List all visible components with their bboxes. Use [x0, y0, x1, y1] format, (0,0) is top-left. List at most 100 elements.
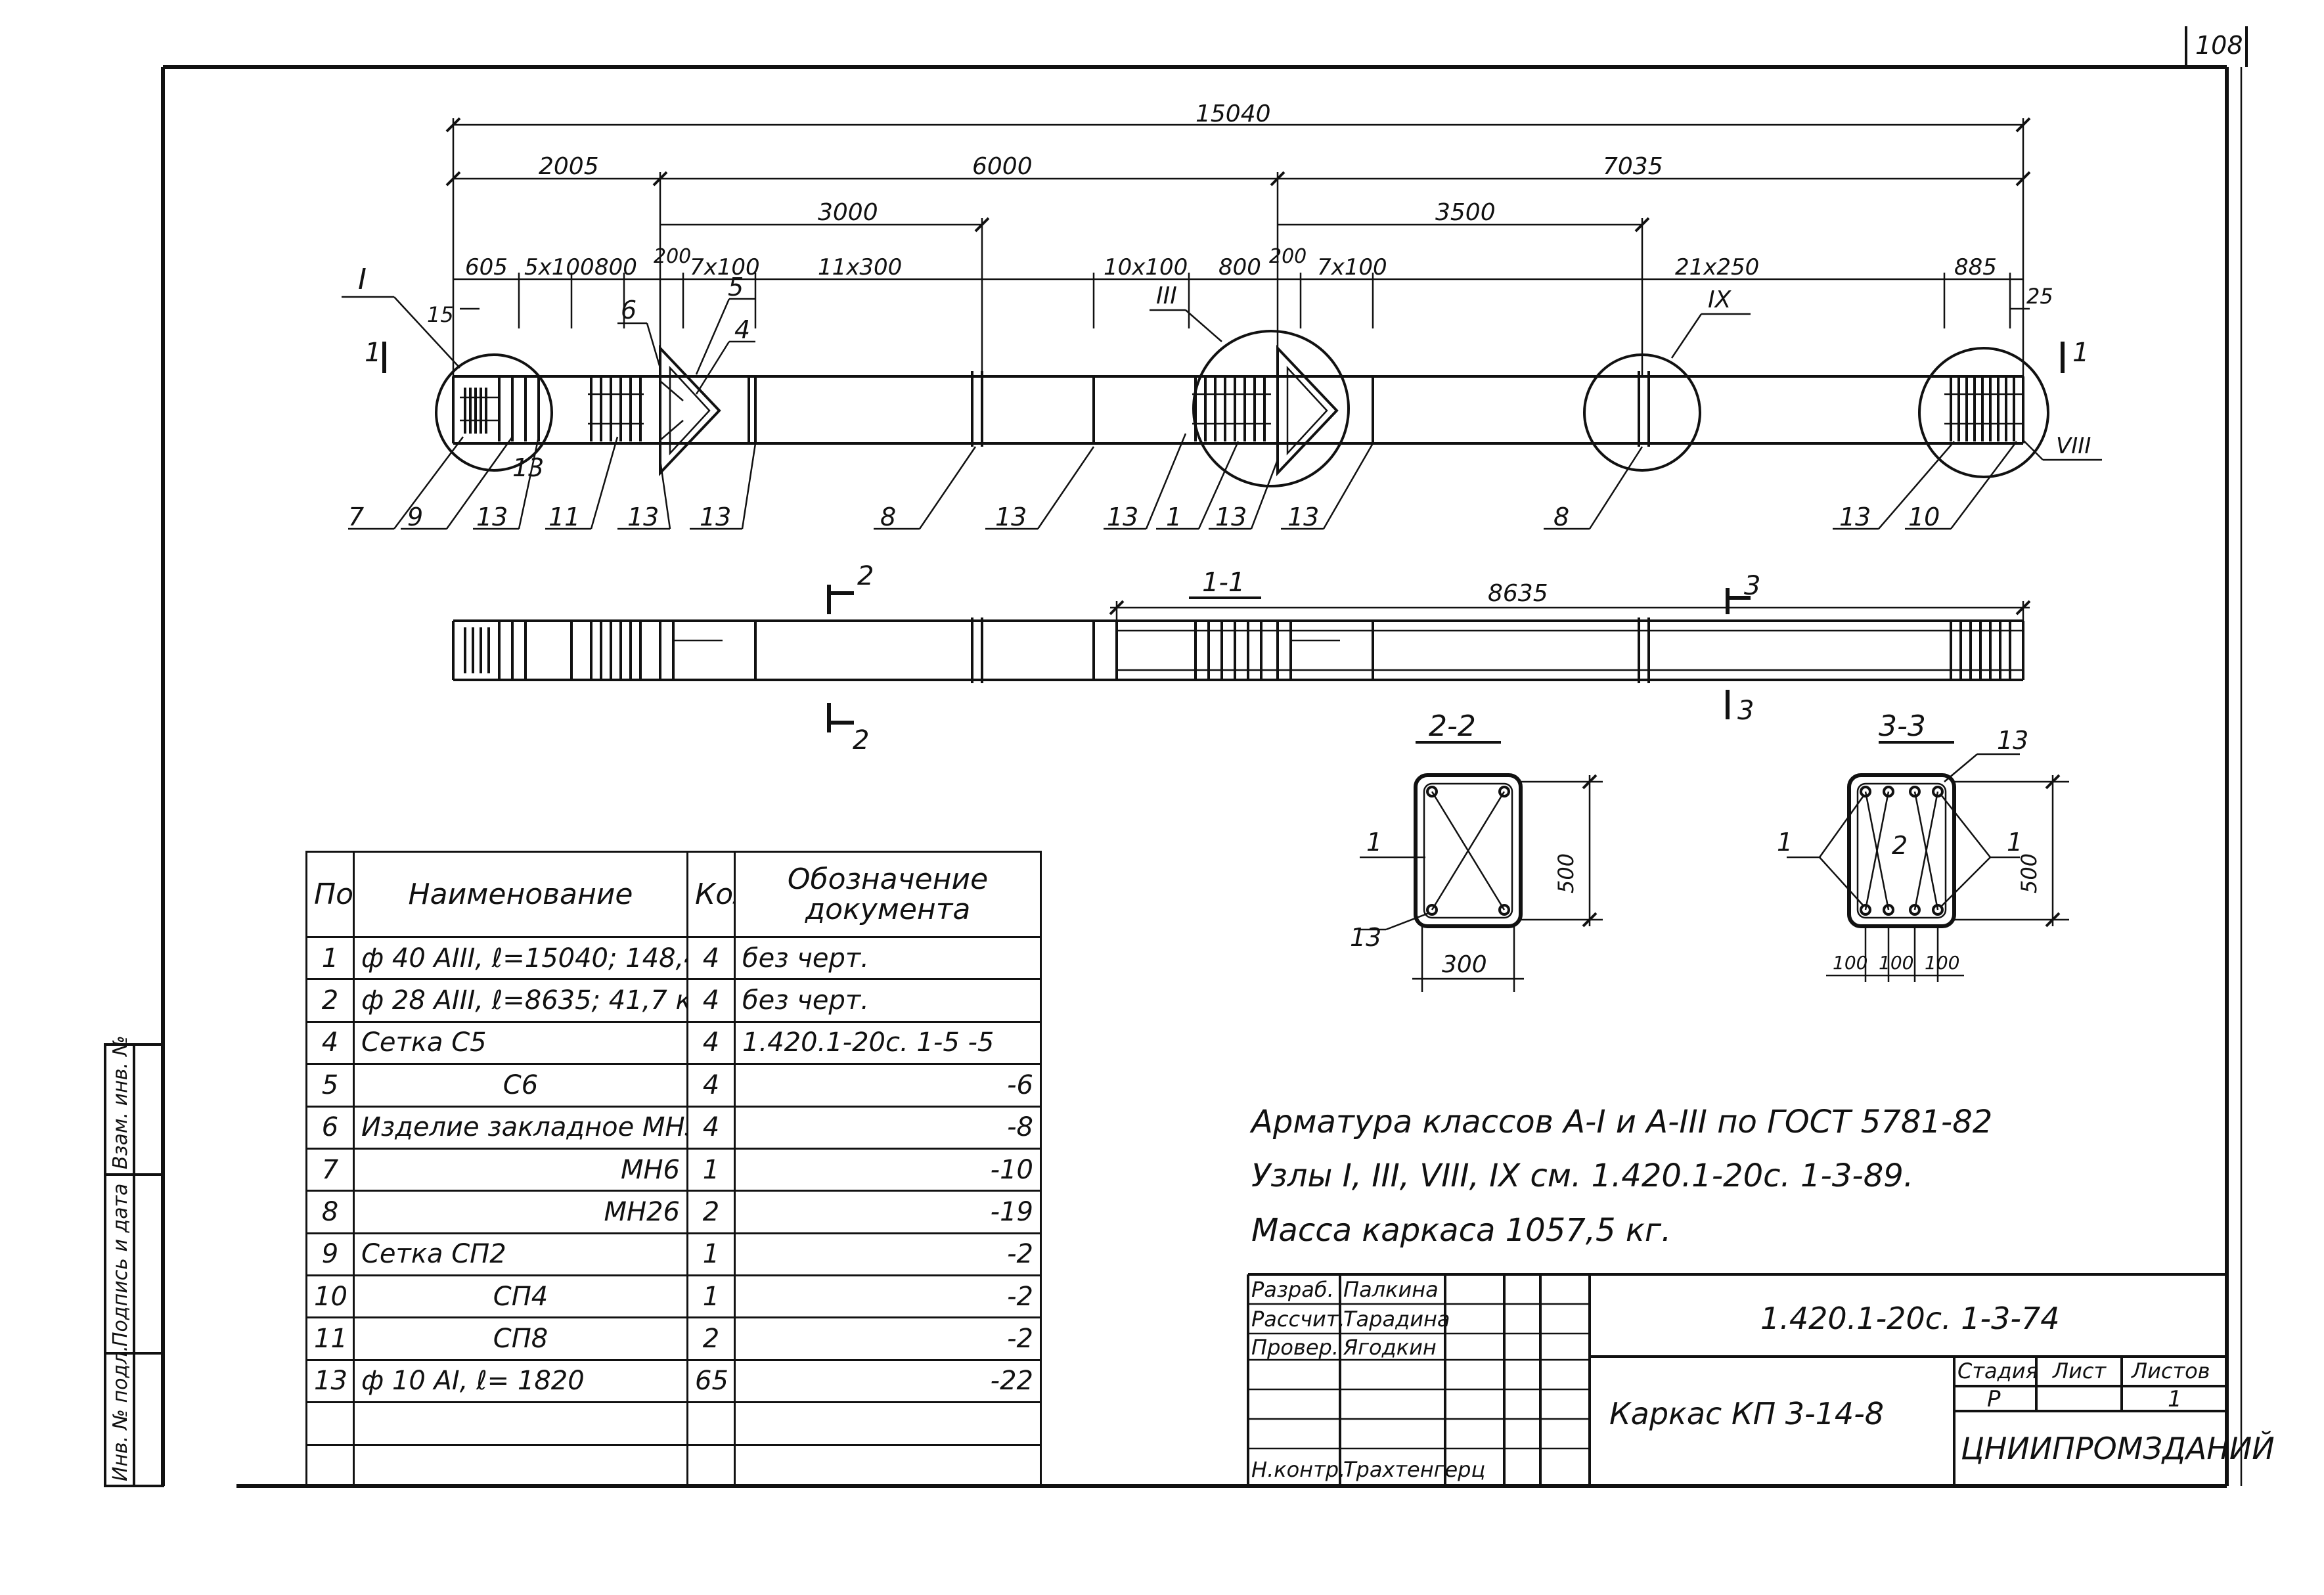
node-circle-viii: [1918, 347, 2049, 478]
section-mark-1-right: 1: [2072, 338, 2089, 368]
callout-10: 10: [1908, 503, 1940, 531]
dim-seg3: 7035: [1603, 153, 1663, 180]
spec-pos: 4: [305, 1020, 355, 1066]
section-2-2-width: 300: [1442, 951, 1487, 978]
spec-qty: 4: [686, 935, 736, 981]
spec-pos: 8: [305, 1190, 355, 1234]
spec-qty: 4: [686, 1063, 736, 1108]
dim-7x100b: 7x100: [1317, 254, 1387, 281]
spec-name: МН26: [353, 1190, 688, 1234]
spec-pos: 6: [305, 1105, 355, 1150]
spec-qty: 1: [686, 1232, 736, 1277]
bottom-callouts: 7 9 13 11 13 13 8 13 13 1 13 13 8 13 10: [348, 503, 1940, 531]
callout-13: 13: [476, 503, 508, 531]
spec-pos: 1: [305, 935, 355, 981]
spec-doc: без черт.: [734, 935, 1042, 981]
note-mass: Масса каркаса 1057,5 кг.: [1251, 1212, 1672, 1249]
spec-name: ф 28 АIII, ℓ=8635; 41,7 кг: [353, 978, 688, 1023]
section-3-3-callout-13: 13: [1997, 726, 2028, 755]
spec-qty: 4: [686, 1020, 736, 1066]
spec-pos: 2: [305, 978, 355, 1023]
spec-name: Сетка С5: [353, 1020, 688, 1066]
node-label-viii: VIII: [2056, 433, 2091, 459]
dim-25: 25: [2026, 284, 2053, 309]
callout-9: 9: [407, 503, 423, 531]
callout-8: 8: [880, 503, 896, 531]
margin-stamp: [104, 1043, 164, 1487]
section-3-3-callout-2: 2: [1892, 831, 1908, 860]
spec-name: ф 40 АIII, ℓ=15040; 148,4 кг: [353, 935, 688, 981]
callout-1: 1: [1166, 503, 1182, 531]
dim-total: 15040: [1196, 101, 1271, 127]
node-circle-ix: [1583, 353, 1701, 472]
spec-row: [305, 1401, 1042, 1446]
tb-sheets: 1: [2168, 1386, 2182, 1412]
node-label-ix: IX: [1708, 286, 1732, 313]
node-circle-iii: [1192, 330, 1350, 487]
spec-doc: -8: [734, 1105, 1042, 1150]
callout-13: 13: [1107, 503, 1138, 531]
dim-21x250: 21x250: [1675, 254, 1759, 281]
spec-qty: 65: [686, 1359, 736, 1404]
node-label-i: I: [358, 263, 367, 296]
callout-8: 8: [1553, 503, 1569, 531]
section-3-3-callout-1-left: 1: [1777, 828, 1793, 857]
spec-header-doc: Обозначение документа: [734, 851, 1042, 938]
spec-doc: [734, 1443, 1042, 1488]
tb-role-2: Провер.: [1251, 1335, 1339, 1360]
spec-name: МН6: [353, 1147, 688, 1192]
spec-doc: -19: [734, 1190, 1042, 1234]
dim-200a: 200: [654, 245, 691, 268]
spec-pos: 5: [305, 1063, 355, 1108]
callout-13: 13: [995, 503, 1027, 531]
spec-qty: 2: [686, 1190, 736, 1234]
callout-7: 7: [348, 503, 364, 531]
spec-qty: 4: [686, 1105, 736, 1150]
section-2-2-callout-13: 13: [1350, 923, 1381, 952]
spec-row: [305, 1443, 1042, 1488]
section-3-3: [1787, 741, 2069, 982]
dim-seg2: 6000: [972, 153, 1033, 180]
plan-view: [342, 117, 2102, 530]
callout-13: 13: [700, 503, 731, 531]
dim-3500: 3500: [1435, 199, 1496, 226]
callout-13: 13: [627, 503, 659, 531]
spec-doc: -6: [734, 1063, 1042, 1108]
spec-doc: [734, 1401, 1042, 1446]
dim-11x300: 11x300: [818, 254, 902, 281]
tb-stage-label: Стадия: [1957, 1359, 2038, 1383]
callout-13: 13: [1287, 503, 1319, 531]
tb-name-1: Тарадина: [1343, 1307, 1450, 1332]
cut-2-top: 2: [857, 561, 874, 591]
callout-13-upper: 13: [512, 453, 544, 482]
sheet-number: 108: [2195, 31, 2243, 60]
spec-qty: [686, 1401, 736, 1446]
tb-name-6: Трахтенгерц: [1343, 1457, 1486, 1482]
elevation-view: [452, 585, 2031, 732]
spec-doc: 1.420.1-20с. 1-5 -5: [734, 1020, 1042, 1066]
section-3-3-height: 500: [2017, 853, 2042, 893]
dim-800a: 800: [594, 254, 637, 281]
callout-13: 13: [1215, 503, 1247, 531]
tb-role-1: Рассчит.: [1251, 1307, 1345, 1332]
dim-10x100: 10x100: [1104, 254, 1188, 281]
section-2-2-callout-1: 1: [1366, 828, 1382, 857]
spec-pos: 9: [305, 1232, 355, 1277]
tb-role-6: Н.контр.: [1251, 1457, 1346, 1482]
callout-13: 13: [1839, 503, 1871, 531]
spec-doc: -2: [734, 1316, 1042, 1361]
dim-605: 605: [465, 254, 508, 281]
specification-table: Поз. Наименование Кол. Обозначение докум…: [305, 851, 1042, 1488]
dim-885: 885: [1954, 254, 1997, 281]
dim-800b: 800: [1218, 254, 1261, 281]
section-3-3-callout-1-right: 1: [2007, 828, 2022, 857]
tb-sheet-label: Лист: [2053, 1359, 2107, 1383]
